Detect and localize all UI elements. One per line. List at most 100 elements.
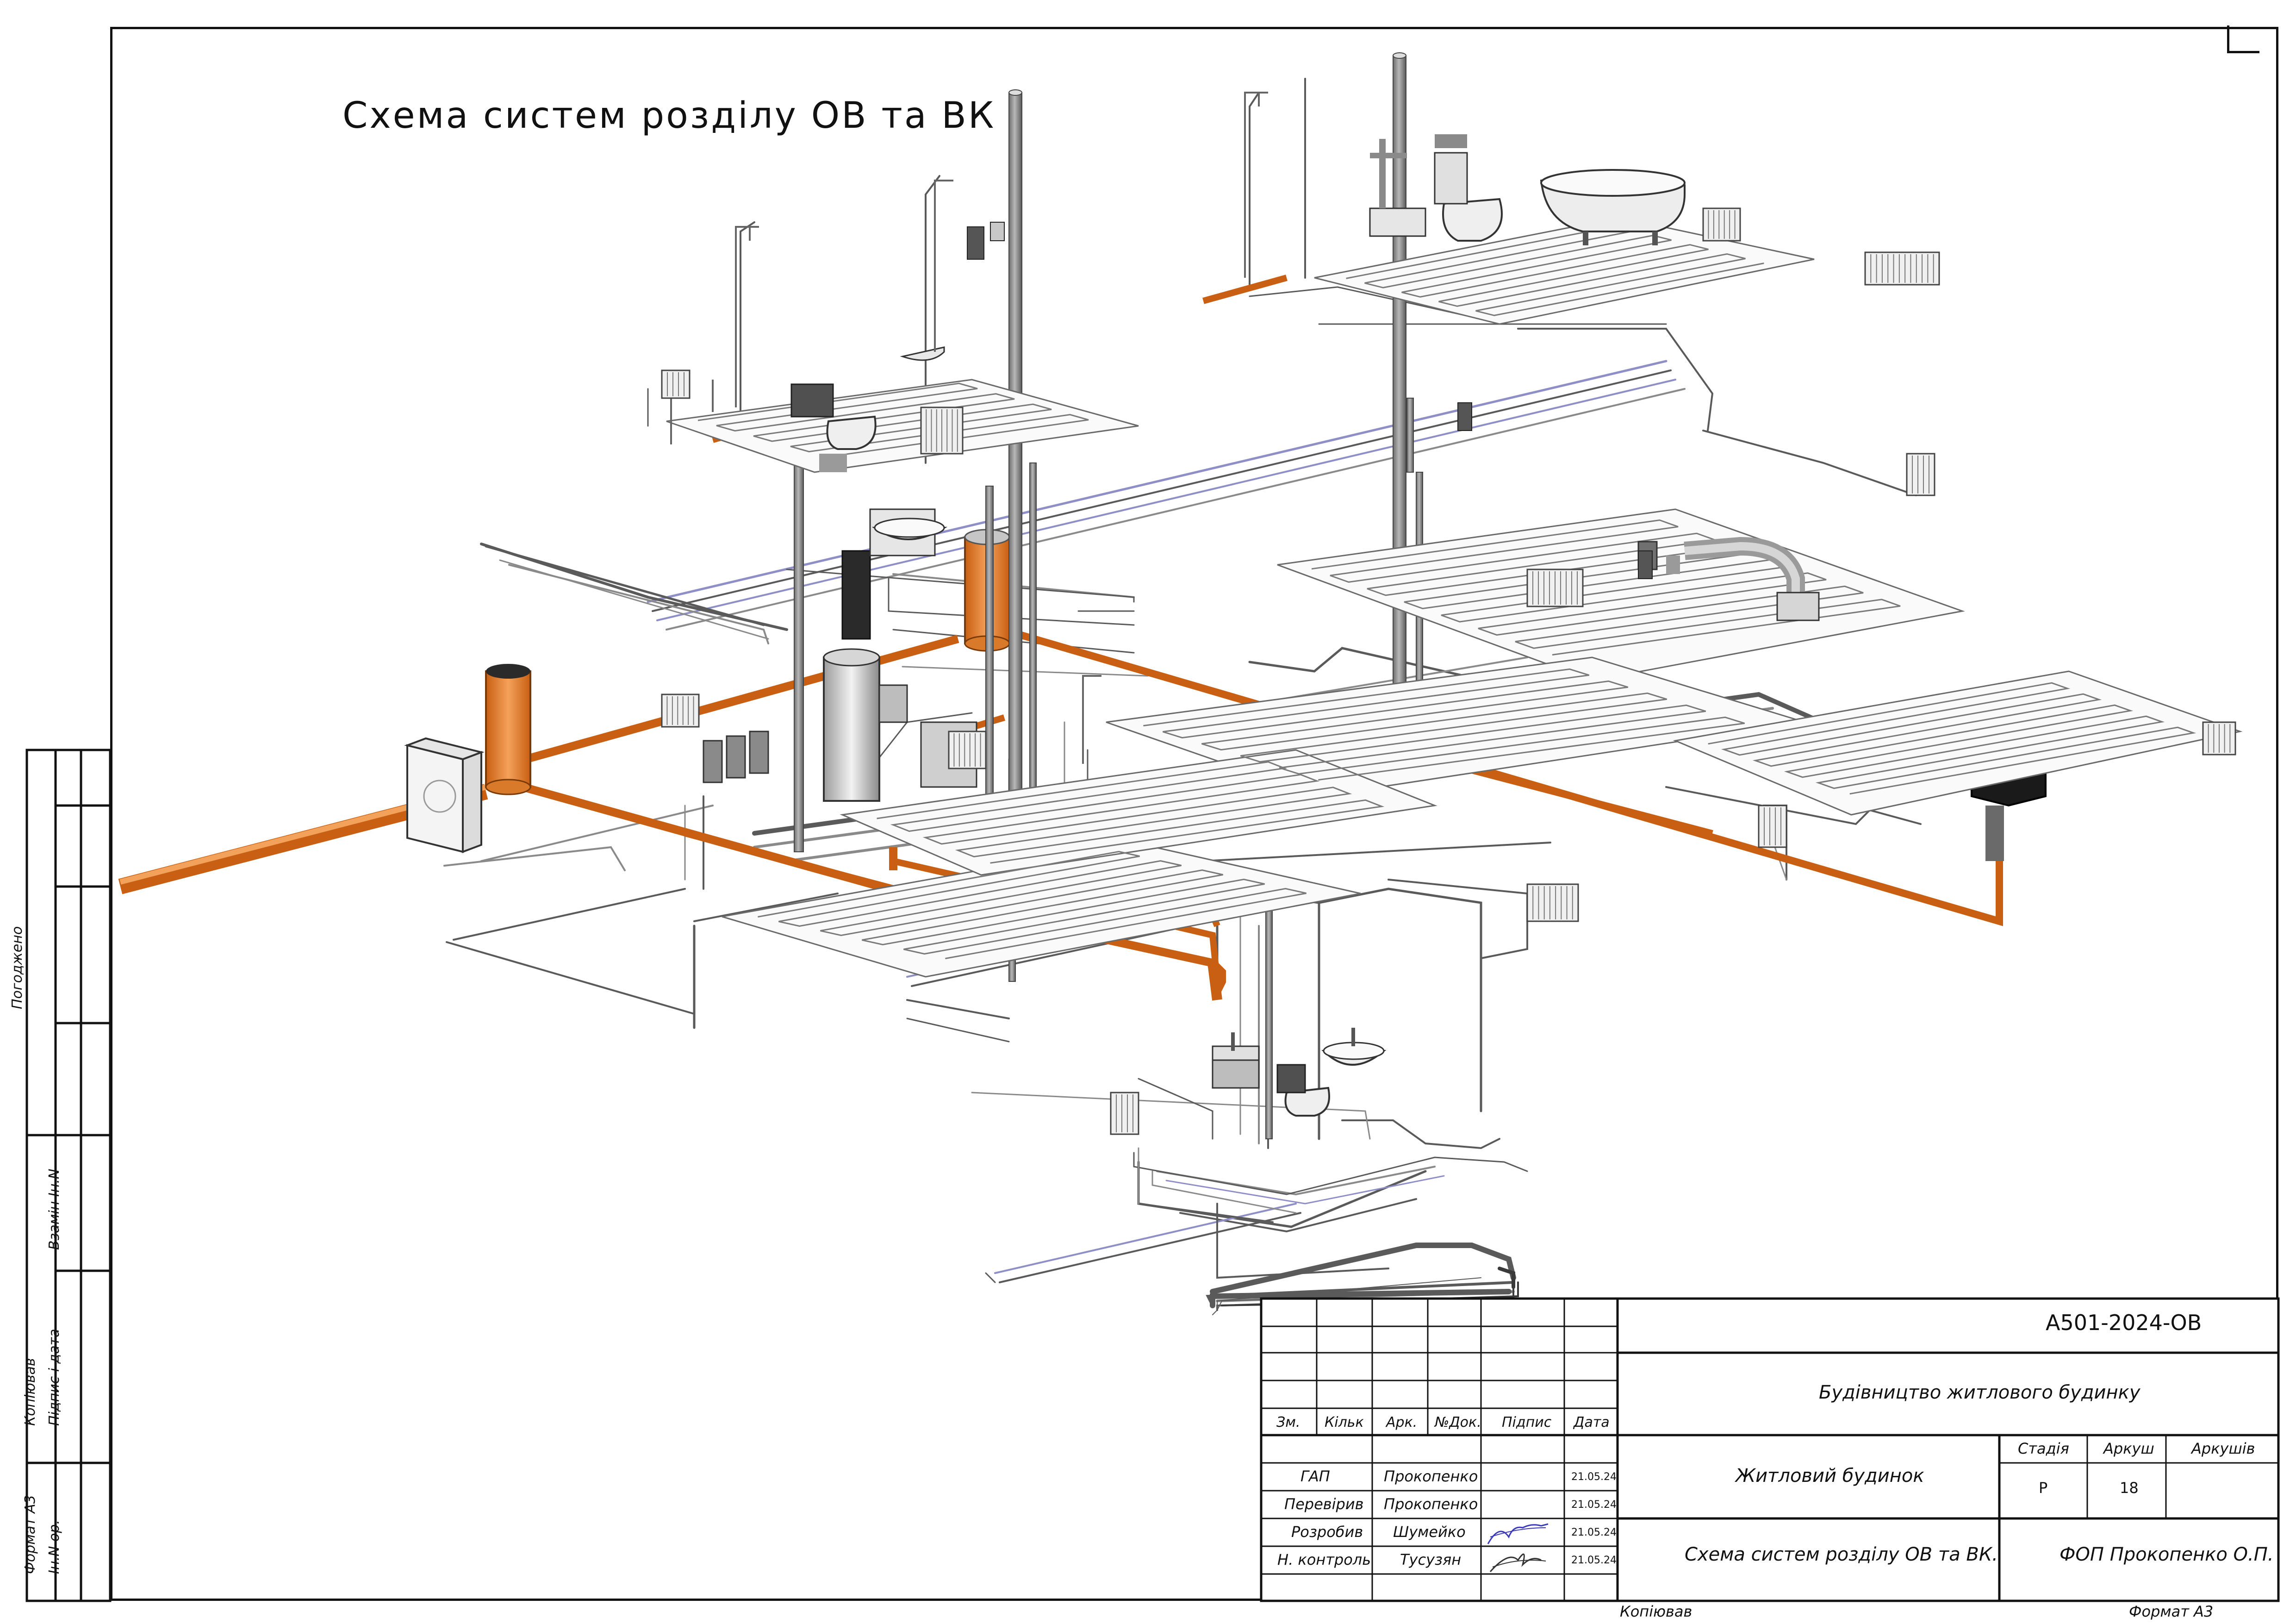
corner-mark [2227,51,2259,53]
branch-pipe [1133,1152,1528,1195]
branch-pipe [1151,1170,1297,1214]
radiator [661,369,691,399]
heating-loop [1143,668,1745,781]
radiator [1864,251,1940,286]
washbasin-ground [1321,1028,1387,1066]
branch-pipe [1165,1175,1445,1205]
header-sheet: Арк. [1386,1414,1418,1430]
signature-razrobyv [1487,1523,1549,1544]
branch-pipe [902,666,1149,677]
supply-pipe [656,379,1676,621]
sheet-label: Аркуш [2103,1440,2154,1457]
toilet-ground [1276,1064,1330,1117]
hydraulic-module [703,508,977,802]
branch-pipe [1138,1078,1213,1140]
branch-pipe [999,1212,1301,1283]
row-role: ГАП [1300,1468,1330,1485]
heating-loop [1346,225,1764,316]
stage-label: Стадія [2018,1440,2069,1457]
bathtub [1540,169,1686,245]
row-name: Прокопенко [1384,1468,1478,1485]
row-name: Шумейко [1393,1523,1466,1541]
heating-loop [877,761,1385,864]
branch-pipe [1249,92,1260,288]
row-date: 21.05.24 [1571,1471,1617,1483]
radiator [1906,453,1935,496]
drain-line [1217,1277,1481,1311]
radiator [1526,568,1584,607]
branch-pipe [1341,1119,1500,1149]
riser [1406,398,1414,473]
row-date: 21.05.24 [1571,1499,1617,1511]
branch-pipe [480,805,714,862]
branch-pipe [1517,328,1714,431]
drawing-code: А501-2024-ОВ [2046,1310,2202,1335]
branch-pipe [1318,887,1482,1112]
radiators [661,207,2236,1135]
upper-floor-slab [666,217,2243,978]
heating-loop [1708,682,2196,795]
corner-mark [2227,25,2229,51]
branch-pipe [1216,1203,1389,1279]
branch-pipe [994,1203,1297,1274]
row-role: Розробив [1291,1523,1363,1541]
branch-pipe [453,888,686,941]
thermostats [967,222,1653,579]
heating-loop [758,850,1307,959]
row-name: Тусузян [1400,1551,1462,1568]
radiator [920,406,964,455]
shower-fixtures [670,92,1268,764]
row-date: 21.05.24 [1571,1527,1617,1538]
branch-pipe [740,221,755,418]
sheet-title: Схема систем розділу ОВ та ВК. [1685,1544,1998,1565]
header-date: Дата [1574,1414,1610,1430]
copied-label: Копіював [1620,1603,1692,1620]
supply-pipe [652,369,1672,612]
sewer-branch [1202,275,1288,304]
stage-value: Р [2039,1479,2048,1497]
radiator [1702,207,1741,242]
radiator [2202,721,2236,756]
branch-pipe [443,846,626,871]
branch-pipe [906,999,1010,1019]
kitchen-sink [1212,1032,1260,1089]
radiator [1110,1092,1139,1135]
signature-kontrol [1489,1553,1542,1572]
radiator [948,731,987,769]
branch-pipe [1702,430,1917,496]
branch-pipe [693,893,839,922]
radiator [661,693,700,728]
header-doc: №Док. [1435,1414,1481,1430]
branch-pipe [1179,1198,1417,1233]
signature-kontrol [1492,1560,1546,1568]
branch-pipe [499,559,769,640]
object-name: Житловий будинок [1736,1465,1924,1487]
radiator [1758,805,1787,848]
company-name: ФОП Прокопенко О.П. [2060,1544,2274,1565]
row-date: 21.05.24 [1571,1555,1617,1566]
row-role: Перевірив [1284,1495,1364,1513]
toilet-second [790,383,877,472]
drain-line [1498,1267,1515,1289]
branch-pipe [906,1018,1010,1043]
header-change: Зм. [1276,1414,1300,1430]
signature-razrobyv [1490,1527,1546,1537]
header-qty: Кільк [1325,1414,1364,1430]
vertical-risers [794,52,1423,1139]
drawing-title: Схема систем розділу ОВ та ВК [342,95,996,137]
sewer-collector [1207,962,1222,1001]
sheets-label: Аркушів [2191,1440,2255,1457]
gas-boiler-unit [404,737,485,853]
branch-pipe [985,1272,996,1283]
supply-pipe [647,360,1668,603]
branch-pipe [446,941,695,1015]
sheet-value: 18 [2120,1479,2139,1497]
format-label: Формат А3 [2129,1603,2214,1620]
supply-pipe [666,388,1686,631]
sewer-collector [508,635,959,768]
row-role: Н. контроль [1277,1551,1371,1568]
